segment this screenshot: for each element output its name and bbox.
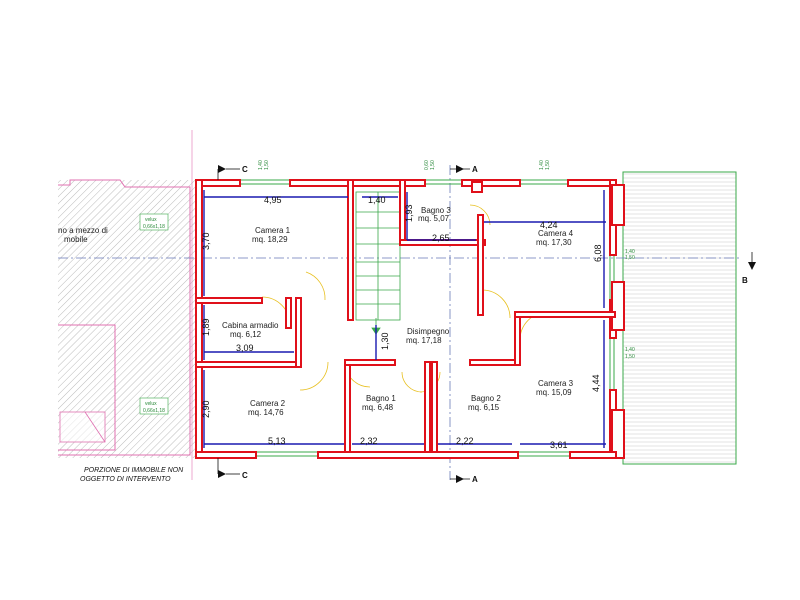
- room-bagno-1: Bagno 1 mq. 6,48: [362, 394, 396, 412]
- svg-text:0,66x1,18: 0,66x1,18: [143, 224, 165, 230]
- svg-text:Camera 3: Camera 3: [538, 379, 574, 388]
- svg-text:B: B: [742, 276, 748, 285]
- left-note-line1: no a mezzo di: [58, 226, 108, 235]
- walls: [195, 179, 625, 459]
- room-bagno-2: Bagno 2 mq. 6,15: [468, 394, 501, 412]
- section-marker-c-bottom: C: [217, 458, 248, 480]
- svg-text:OGGETTO DI INTERVENTO: OGGETTO DI INTERVENTO: [80, 476, 171, 483]
- windows: [240, 179, 615, 457]
- svg-text:mq. 14,76: mq. 14,76: [248, 408, 284, 417]
- dimension-label: 2,22: [456, 436, 474, 446]
- non-intervention-note: PORZIONE DI IMMOBILE NON OGGETTO DI INTE…: [80, 467, 184, 483]
- dimension-label: 4,95: [264, 195, 282, 205]
- svg-text:Camera 2: Camera 2: [250, 399, 286, 408]
- dimension-labels: 4,95 1,40 1,93 2,65 4,24 3,70 6,08 1,89 …: [201, 195, 603, 450]
- svg-text:velux: velux: [145, 401, 157, 407]
- room-camera-3: Camera 3 mq. 15,09: [536, 379, 574, 397]
- staircase: [355, 191, 401, 335]
- svg-text:mq. 17,30: mq. 17,30: [536, 238, 572, 247]
- svg-text:Bagno 1: Bagno 1: [366, 394, 396, 403]
- svg-text:1,40: 1,40: [625, 249, 635, 255]
- room-cabina-armadio: Cabina armadio mq. 6,12: [222, 321, 279, 339]
- room-camera-2: Camera 2 mq. 14,76: [248, 399, 286, 417]
- svg-text:velux: velux: [145, 217, 157, 223]
- svg-text:C: C: [242, 165, 248, 174]
- terrace: [622, 171, 737, 465]
- dimension-label: 1,40: [368, 195, 386, 205]
- svg-text:mq. 6,12: mq. 6,12: [230, 330, 262, 339]
- svg-text:A: A: [472, 165, 478, 174]
- room-bagno-3: Bagno 3 mq. 5,07: [418, 206, 451, 223]
- section-marker-c-top: C: [217, 165, 248, 180]
- dimension-label: 4,24: [540, 220, 558, 230]
- dimension-label: 1,30: [380, 332, 390, 350]
- skylight-1: velux 0,66x1,18: [139, 213, 169, 231]
- dimension-label: 3,09: [236, 343, 254, 353]
- room-disimpegno: Disimpegno mq. 17,18: [406, 327, 450, 345]
- svg-text:mq. 18,29: mq. 18,29: [252, 235, 288, 244]
- dimension-label: 1,89: [201, 318, 211, 336]
- svg-text:Camera 1: Camera 1: [255, 226, 291, 235]
- svg-text:1,50: 1,50: [430, 160, 436, 170]
- dimension-label: 6,08: [593, 244, 603, 262]
- svg-text:0,66x1,18: 0,66x1,18: [143, 408, 165, 414]
- svg-text:1,50: 1,50: [625, 255, 635, 261]
- svg-text:mq. 6,48: mq. 6,48: [362, 403, 394, 412]
- section-marker-a-top: A: [450, 165, 478, 174]
- window-tags: 1,40 1,50 0,60 1,50 1,40 1,50 1,40 1,50 …: [258, 160, 635, 360]
- dimension-label: 5,13: [268, 436, 286, 446]
- dimension-label: 2,65: [432, 233, 450, 243]
- dimension-label: 1,93: [404, 204, 414, 222]
- left-note-line2: mobile: [64, 235, 88, 244]
- svg-text:mq. 6,15: mq. 6,15: [468, 403, 500, 412]
- dimension-lines: [203, 190, 606, 448]
- dimension-label: 3,70: [201, 232, 211, 250]
- svg-text:0,60: 0,60: [424, 160, 430, 170]
- svg-text:mq. 17,18: mq. 17,18: [406, 336, 442, 345]
- svg-text:C: C: [242, 471, 248, 480]
- svg-text:A: A: [472, 475, 478, 484]
- svg-text:Disimpegno: Disimpegno: [407, 327, 450, 336]
- skylight-2: velux 0,66x1,18: [139, 397, 169, 415]
- svg-text:1,40: 1,40: [258, 160, 264, 170]
- svg-text:1,40: 1,40: [625, 347, 635, 353]
- section-axis-lines: [58, 165, 740, 480]
- svg-text:Cabina armadio: Cabina armadio: [222, 321, 279, 330]
- svg-text:Camera 4: Camera 4: [538, 229, 574, 238]
- section-marker-a-bottom: A: [450, 475, 478, 484]
- svg-text:Bagno 2: Bagno 2: [471, 394, 501, 403]
- svg-text:PORZIONE DI IMMOBILE NON: PORZIONE DI IMMOBILE NON: [84, 467, 184, 474]
- svg-text:1,50: 1,50: [264, 160, 270, 170]
- dimension-label: 2,32: [360, 436, 378, 446]
- room-camera-4: Camera 4 mq. 17,30: [536, 229, 574, 247]
- non-intervention-area: [58, 130, 196, 480]
- svg-text:mq. 15,09: mq. 15,09: [536, 388, 572, 397]
- svg-text:1,40: 1,40: [539, 160, 545, 170]
- svg-text:1,50: 1,50: [545, 160, 551, 170]
- dimension-label: 3,61: [550, 440, 568, 450]
- room-camera-1: Camera 1 mq. 18,29: [252, 226, 291, 244]
- svg-text:1,50: 1,50: [625, 354, 635, 360]
- svg-text:Bagno 3: Bagno 3: [421, 206, 451, 215]
- dimension-label: 2,90: [201, 400, 211, 418]
- dimension-label: 4,44: [591, 374, 601, 392]
- svg-text:mq. 5,07: mq. 5,07: [418, 214, 450, 223]
- section-marker-b: B: [742, 252, 756, 285]
